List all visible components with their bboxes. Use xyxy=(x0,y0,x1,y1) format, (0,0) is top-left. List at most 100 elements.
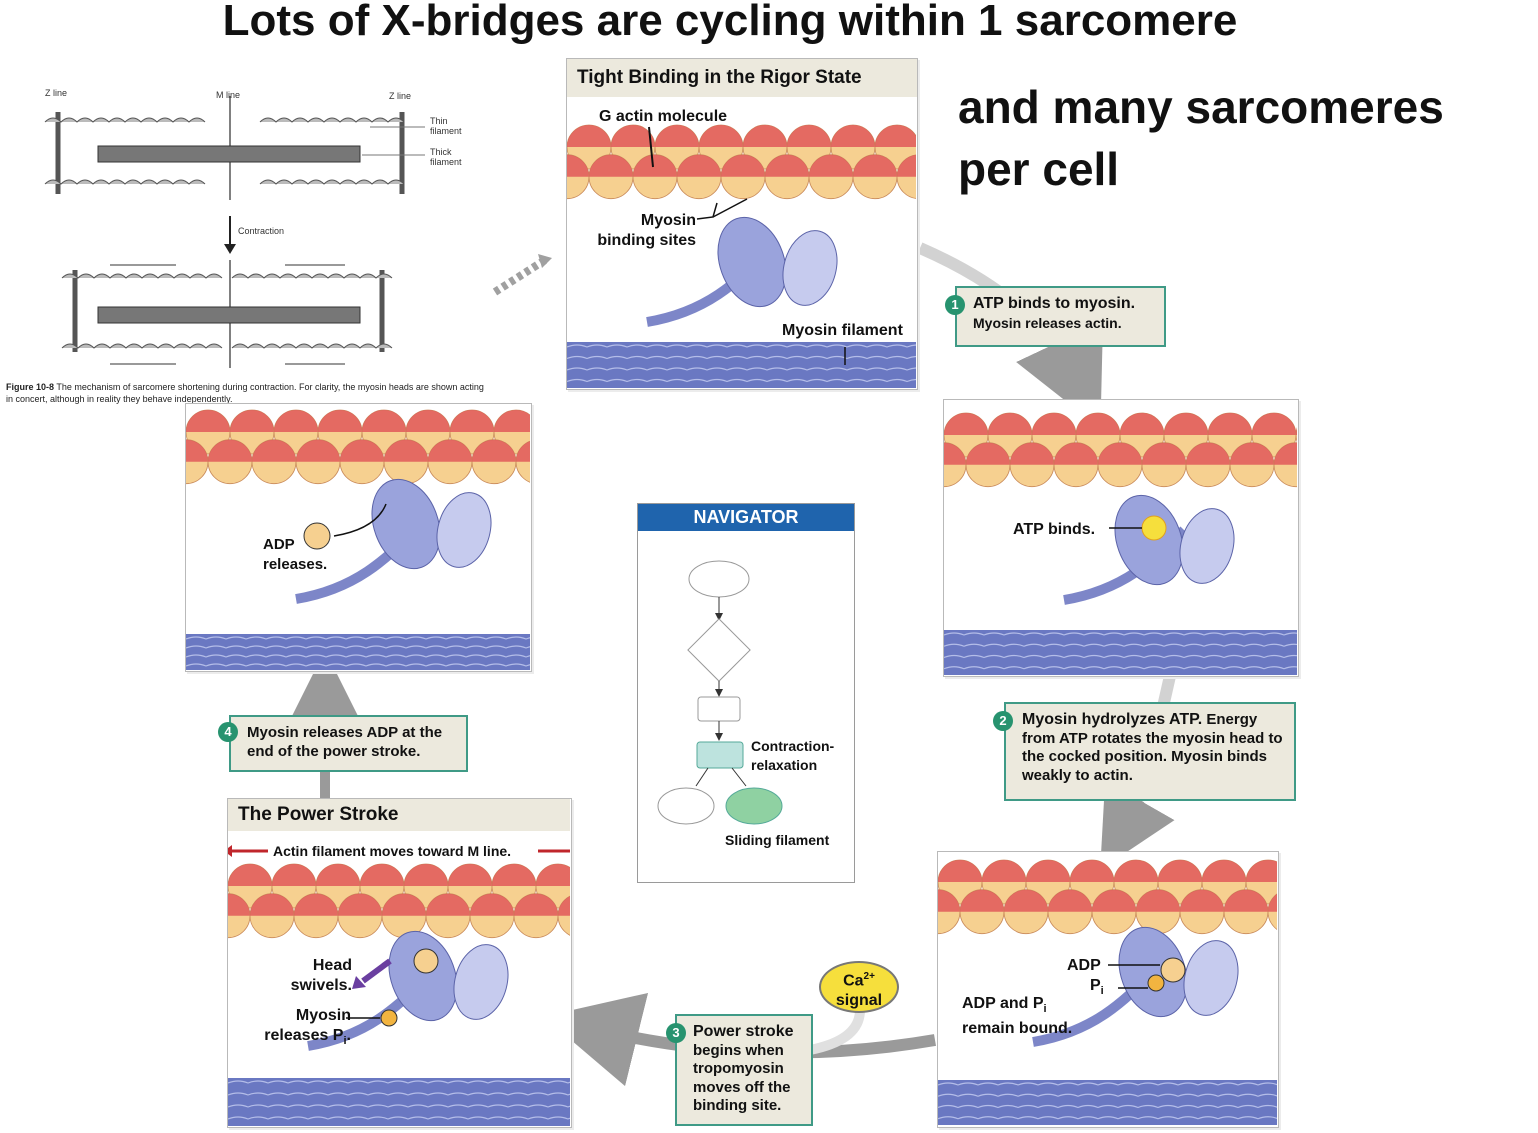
myosin-head-2 xyxy=(1179,508,1235,584)
actin-bead-top xyxy=(677,154,721,177)
actin-bead-top xyxy=(450,410,494,432)
actin-bead-top xyxy=(765,154,809,177)
actin-bead-top xyxy=(296,439,340,462)
pi-molecule xyxy=(1147,974,1165,992)
filament-strand xyxy=(567,355,916,360)
actin-bead-top xyxy=(1246,860,1277,882)
contraction-label: Contraction xyxy=(238,226,285,236)
actin-bead-top xyxy=(655,125,699,147)
step1-callout: ATP binds to myosin. Myosin releases act… xyxy=(955,286,1166,347)
filament-strand xyxy=(567,367,916,371)
step3-heading: Power stroke xyxy=(693,1023,794,1040)
figure-caption-text: The mechanism of sarcomere shortening du… xyxy=(6,382,484,404)
actin-bead-top xyxy=(514,893,558,916)
actin-bead-top xyxy=(252,439,296,462)
step1-text: Myosin releases actin. xyxy=(973,314,1122,331)
filament-strand xyxy=(938,1082,1277,1086)
adp-releases-text: releases. xyxy=(263,556,328,573)
atp-illustration xyxy=(944,412,1297,675)
actin-bead-top xyxy=(472,439,516,462)
actin-bead-top xyxy=(340,439,384,462)
actin-bead-top xyxy=(1158,860,1202,882)
ca-superscript: 2+ xyxy=(863,971,875,982)
myosin-head-2 xyxy=(453,944,509,1020)
actin-bead-top xyxy=(988,413,1032,435)
actin-bead-top xyxy=(382,893,426,916)
actin-bead-top xyxy=(1098,442,1142,465)
nav-node-decision xyxy=(687,618,751,682)
filament-strand xyxy=(567,378,916,383)
actin-bead-top xyxy=(470,893,514,916)
actin-bead-top xyxy=(274,410,318,432)
actin-bead-top xyxy=(1010,442,1054,465)
filament-strand xyxy=(944,632,1297,636)
filament-strand xyxy=(186,645,530,649)
sarcomere-diagram xyxy=(44,96,425,368)
filament-strand xyxy=(186,663,530,667)
pi-label: Pi xyxy=(1090,976,1104,1001)
actin-bead-top xyxy=(1224,889,1268,912)
rigor-panel-header: Tight Binding in the Rigor State xyxy=(567,59,917,97)
myosin-head xyxy=(388,930,458,1022)
nav-node-left xyxy=(657,787,715,825)
myosin-releases-pi-period: . xyxy=(346,1027,351,1044)
filament-strand xyxy=(228,1116,570,1120)
myosin-head xyxy=(1118,926,1188,1018)
actin-bead-top xyxy=(362,410,406,432)
pi-label-sub: i xyxy=(1100,985,1104,998)
swivel-arrow xyxy=(361,958,392,984)
actin-bead-top xyxy=(938,889,960,912)
step2-callout: Myosin hydrolyzes ATP. Energy from ATP r… xyxy=(1004,702,1296,801)
myosin-head xyxy=(371,478,441,570)
myosin-head xyxy=(1114,494,1184,586)
actin-bead-top xyxy=(536,864,570,886)
filament-strand xyxy=(186,636,530,640)
actin-bead-top xyxy=(272,864,316,886)
filament-strand xyxy=(228,1104,570,1108)
myosin-thick-filament xyxy=(228,1078,570,1126)
navigator-flowchart xyxy=(657,560,783,825)
navigator-box: NAVIGATOR Contraction- relaxation Slidin… xyxy=(637,503,855,883)
actin-bead-top xyxy=(966,442,1010,465)
filament-strand xyxy=(944,643,1297,647)
pi-molecule xyxy=(380,1009,398,1027)
actin-bead-top xyxy=(1092,889,1136,912)
remain-bound-text-b: remain bound. xyxy=(962,1020,1073,1038)
actin-bead-top xyxy=(1120,413,1164,435)
step2-number: 2 xyxy=(993,711,1013,731)
filament-strand xyxy=(228,1092,570,1096)
ca-text: Ca xyxy=(843,972,864,990)
atp-burst xyxy=(1141,515,1167,541)
actin-bead-top xyxy=(1186,442,1230,465)
actin-bead-top xyxy=(1208,413,1252,435)
actin-bead-top xyxy=(611,125,655,147)
actin-bead-top xyxy=(1296,428,1297,435)
actin-bead-top xyxy=(428,439,472,462)
filament-strand xyxy=(938,1104,1277,1109)
actin-bead-top xyxy=(897,154,916,177)
actin-bead-top xyxy=(316,864,360,886)
filament-strand xyxy=(186,654,530,658)
remain-bound-label: ADP and Pi remain bound. xyxy=(962,994,1072,1039)
actin-bead-top xyxy=(721,154,765,177)
binding-sites-label: Myosin binding sites xyxy=(597,212,696,249)
myosin-head xyxy=(717,216,787,308)
actin-bead-top xyxy=(982,860,1026,882)
adp-releases-label: ADP releases. xyxy=(263,535,327,575)
actin-bead-top xyxy=(186,439,208,462)
nav-sliding-label: Sliding filament xyxy=(725,832,830,848)
actin-bead-top xyxy=(384,439,428,462)
actin-bead-top xyxy=(699,125,743,147)
myosin-releases-pi-sub: i xyxy=(343,1035,347,1048)
thick-filament-label: Thick filament xyxy=(430,147,462,167)
adp-release-illustration xyxy=(186,409,530,670)
nav-contraction-text: Contraction- xyxy=(751,738,835,754)
actin-bead-top xyxy=(228,864,272,886)
actin-bead-top xyxy=(1032,413,1076,435)
actin-moves-label: Actin filament moves toward M line. xyxy=(273,843,512,859)
actin-bead-top xyxy=(875,125,916,147)
signal-text: signal xyxy=(835,992,883,1010)
actin-bead-top xyxy=(1076,413,1120,435)
navigator-header: NAVIGATOR xyxy=(638,504,854,531)
step1-heading: ATP binds to myosin. xyxy=(973,295,1136,312)
